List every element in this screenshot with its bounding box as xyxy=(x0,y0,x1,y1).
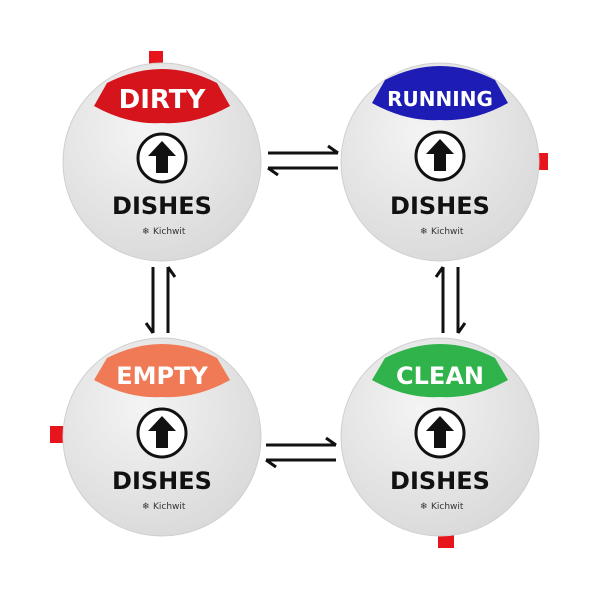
magnet-dirty: DIRTY DISHES ❄ Kichwit xyxy=(62,51,262,262)
snowflake-logo-icon: ❄ xyxy=(142,227,150,237)
brand-label: Kichwit xyxy=(431,227,464,237)
status-label: EMPTY xyxy=(116,362,208,390)
magnet-empty: EMPTY DISHES ❄ Kichwit xyxy=(50,337,262,537)
dishes-label: DISHES xyxy=(390,192,490,220)
two-way-arrows-icon xyxy=(144,266,177,334)
brand-mark: ❄ Kichwit xyxy=(142,227,186,237)
up-arrow-in-circle-icon xyxy=(136,407,188,459)
two-way-arrows-icon xyxy=(265,436,337,469)
snowflake-logo-icon: ❄ xyxy=(420,227,428,237)
up-arrow-in-circle-icon xyxy=(414,407,466,459)
brand-label: Kichwit xyxy=(153,227,186,237)
brand-mark: ❄ Kichwit xyxy=(142,502,186,512)
status-label: DIRTY xyxy=(119,85,207,115)
snowflake-logo-icon: ❄ xyxy=(142,502,150,512)
magnet-running: RUNNING DISHES ❄ Kichwit xyxy=(340,62,548,262)
dishes-label: DISHES xyxy=(390,467,490,495)
brand-mark: ❄ Kichwit xyxy=(420,502,464,512)
snowflake-logo-icon: ❄ xyxy=(420,502,428,512)
slider-tab xyxy=(50,426,64,443)
status-window xyxy=(94,344,230,398)
two-way-arrows-icon xyxy=(267,144,339,177)
status-window xyxy=(94,69,230,124)
magnet-clean: CLEAN DISHES ❄ Kichwit xyxy=(340,337,540,548)
dishes-label: DISHES xyxy=(112,467,212,495)
up-arrow-in-circle-icon xyxy=(414,130,466,182)
brand-label: Kichwit xyxy=(153,502,186,512)
brand-mark: ❄ Kichwit xyxy=(420,227,464,237)
status-window xyxy=(372,344,508,398)
dishes-label: DISHES xyxy=(112,192,212,220)
status-label: RUNNING xyxy=(387,87,493,111)
two-way-arrows-icon xyxy=(434,266,467,334)
brand-label: Kichwit xyxy=(431,502,464,512)
up-arrow-in-circle-icon xyxy=(136,132,188,184)
status-label: CLEAN xyxy=(396,362,484,390)
status-window xyxy=(372,66,508,121)
slider-tab xyxy=(438,533,454,548)
